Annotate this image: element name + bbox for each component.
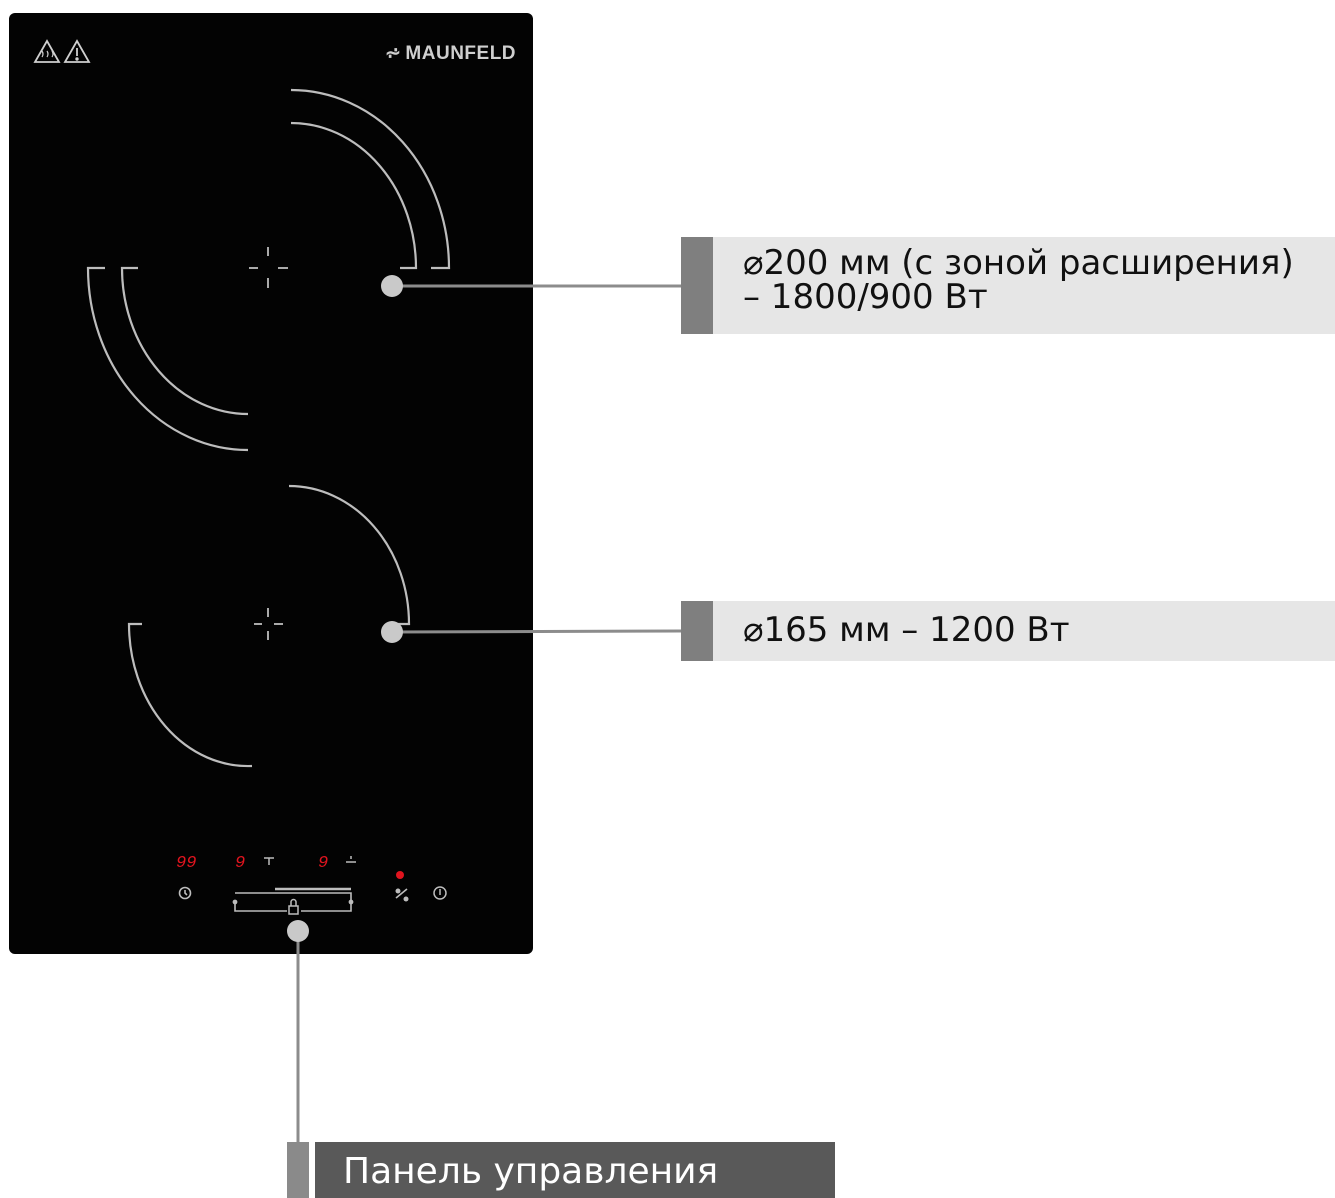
zone-left-display: 9 [235, 854, 245, 873]
control-panel [178, 856, 447, 915]
connector-zone-2 [381, 621, 682, 643]
timer-display: 99 [176, 854, 196, 873]
callout-zone-1-line1: ⌀200 мм (с зоной расширения) [743, 243, 1294, 283]
brand-name: MAUNFELD [405, 43, 517, 64]
power-icon[interactable] [433, 886, 447, 900]
warning-triangle-icon [63, 39, 91, 63]
callout-accent-bar [681, 601, 713, 661]
callout-zone-2: ⌀165 мм – 1200 Вт [681, 601, 1335, 661]
boost-icon[interactable] [395, 888, 409, 902]
level-minus-icon[interactable] [264, 857, 274, 865]
callout-accent-bar [287, 1142, 309, 1198]
callout-accent-bar [681, 237, 713, 334]
callout-zone-1-line2: – 1800/900 Вт [743, 277, 988, 317]
callout-zone-2-text: ⌀165 мм – 1200 Вт [743, 610, 1070, 650]
callout-divider [309, 1142, 315, 1198]
cooking-zone-1 [86, 88, 451, 452]
callout-zone-1: ⌀200 мм (с зоной расширения) – 1800/900 … [681, 237, 1335, 334]
brand-logo: ⩫MAUNFELD [385, 42, 516, 65]
maunfeld-logo-icon: ⩫ [385, 43, 402, 64]
callout-control-panel: Панель управления [287, 1142, 835, 1198]
zone-1-crosshair [249, 247, 288, 288]
level-plus-icon[interactable] [346, 856, 356, 863]
callout-panel-text: Панель управления [343, 1151, 719, 1192]
active-indicator-dot [396, 871, 404, 879]
timer-icon[interactable] [178, 886, 192, 900]
induction-hob [9, 13, 533, 954]
connector-zone-1 [381, 275, 681, 297]
slider-control[interactable] [232, 887, 354, 912]
connector-panel [287, 920, 309, 1142]
zone-right-display: 9 [318, 854, 328, 873]
lock-icon[interactable] [288, 898, 299, 915]
zone-2-crosshair [254, 608, 283, 640]
callout-zone-1-text: ⌀200 мм (с зоной расширения) – 1800/900 … [743, 246, 1294, 314]
hot-surface-icon [33, 39, 61, 63]
cooking-zone-2 [127, 484, 411, 768]
